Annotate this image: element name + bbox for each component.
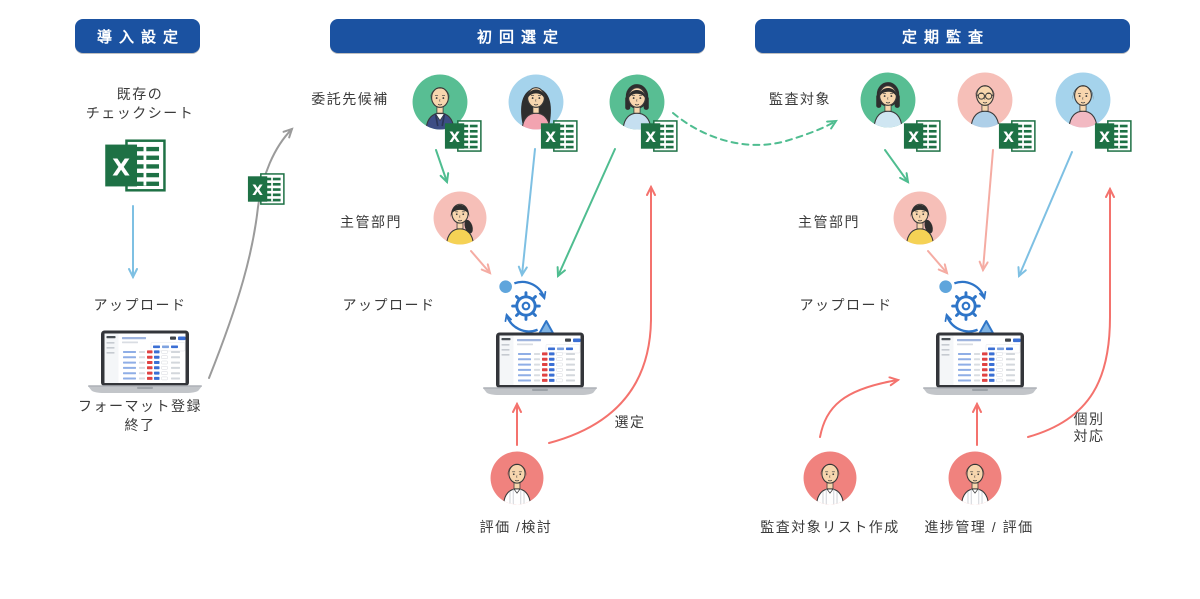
excel-file-icon-t2: X — [998, 120, 1036, 152]
arrow-selected-to-audit — [672, 112, 838, 146]
avatar-dept-audit — [893, 191, 947, 245]
label-format-done: フォーマット登録 終了 — [78, 398, 202, 433]
svg-text:X: X — [449, 130, 460, 146]
laptop-app-screen-initial — [480, 332, 600, 398]
arrow-select-curve — [548, 184, 656, 444]
phase-header-setup: 導入設定 — [75, 19, 200, 53]
excel-file-icon-t1: X — [903, 120, 941, 152]
svg-text:X: X — [645, 130, 656, 146]
excel-file-icon-t3: X — [1094, 120, 1132, 152]
process-sync-gear-icon-initial — [495, 277, 555, 337]
label-existing-checksheet: 既存の チェックシート — [85, 86, 195, 121]
excel-file-icon-transfer: X — [247, 173, 285, 205]
laptop-app-screen-audit — [920, 332, 1040, 398]
avatar-audit-target-1 — [860, 72, 916, 128]
label-selection: 選定 — [614, 414, 646, 430]
svg-text:X: X — [1099, 130, 1110, 146]
avatar-audit-target-2 — [957, 72, 1013, 128]
avatar-evaluator — [490, 451, 544, 505]
label-individual-response: 個別 対応 — [1073, 411, 1105, 444]
excel-file-icon-c2: X — [540, 120, 578, 152]
arrow-format-to-candidates — [208, 127, 294, 379]
excel-file-icon-c3: X — [640, 120, 678, 152]
label-progress-eval: 進捗管理 / 評価 — [924, 519, 1034, 535]
label-dept-audit: 主管部門 — [798, 214, 860, 230]
arrow-candidate1-to-dept — [435, 149, 450, 185]
svg-text:X: X — [545, 130, 556, 146]
arrow-individual-curve — [1027, 186, 1115, 438]
avatar-candidate-3 — [609, 74, 665, 130]
arrow-candidate2-to-system — [517, 148, 536, 278]
label-upload-setup: アップロード — [93, 297, 187, 313]
svg-text:X: X — [908, 130, 919, 146]
arrow-dept2-to-system — [470, 250, 492, 275]
phase-header-initial: 初回選定 — [330, 19, 705, 53]
label-dept-initial: 主管部門 — [340, 214, 402, 230]
label-vendor-candidates: 委託先候補 — [311, 91, 389, 107]
label-upload-audit: アップロード — [799, 297, 893, 313]
arrow-candidate3-to-system — [556, 148, 616, 279]
excel-file-icon-c1: X — [444, 120, 482, 152]
arrow-target2-to-system — [978, 149, 994, 273]
svg-text:X: X — [252, 183, 263, 199]
label-evaluation: 評価 /検討 — [479, 519, 553, 535]
process-sync-gear-icon-audit — [935, 277, 995, 337]
excel-file-icon-large: X — [104, 139, 166, 192]
phase-header-audit: 定期監査 — [755, 19, 1130, 53]
label-audit-list: 監査対象リスト作成 — [760, 519, 900, 535]
laptop-app-screen-setup — [85, 330, 205, 396]
avatar-dept-initial — [433, 191, 487, 245]
arrow-target3-to-system — [1017, 151, 1073, 279]
arrow-target1-to-dept — [884, 149, 910, 184]
avatar-candidate-1 — [412, 74, 468, 130]
arrow-list-to-laptop3 — [819, 376, 901, 438]
avatar-progress-manager — [948, 451, 1002, 505]
arrow-dept3-to-system — [927, 250, 949, 275]
label-audit-targets: 監査対象 — [769, 91, 831, 107]
label-upload-initial: アップロード — [342, 297, 436, 313]
svg-text:X: X — [1003, 130, 1014, 146]
svg-text:X: X — [112, 155, 130, 182]
avatar-list-creator — [803, 451, 857, 505]
avatar-audit-target-3 — [1055, 72, 1111, 128]
